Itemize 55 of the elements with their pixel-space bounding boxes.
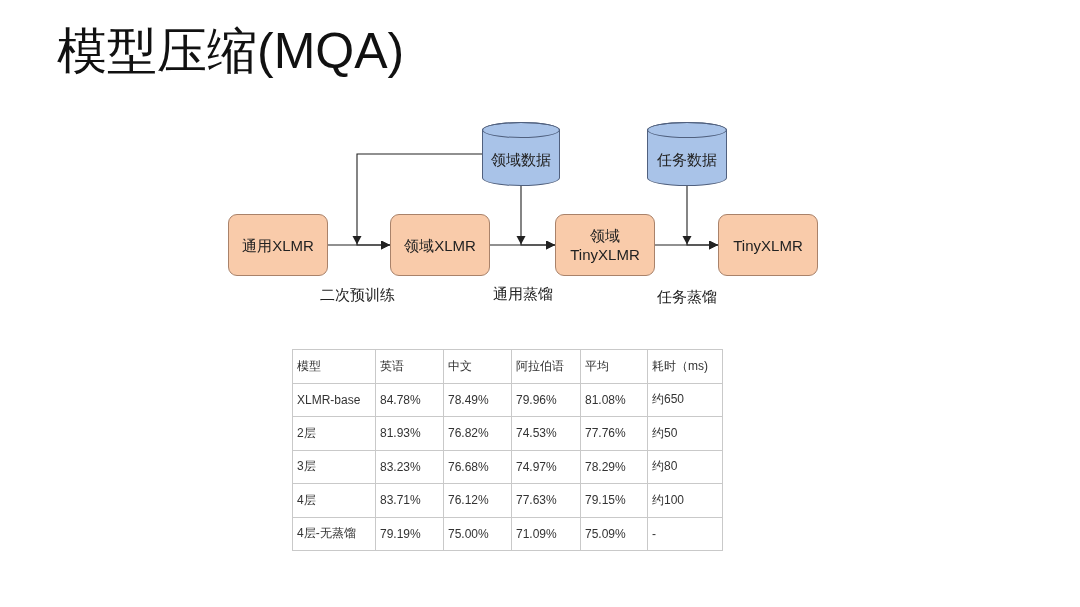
column-header: 耗时（ms): [647, 349, 723, 383]
table-cell: 81.08%: [580, 383, 648, 417]
table-cell: 约80: [647, 450, 723, 484]
table-cell: 75.09%: [580, 517, 648, 551]
process-box: [555, 214, 655, 276]
edge-label: 任务蒸馏: [655, 288, 719, 306]
table-cell: 4层: [292, 483, 376, 517]
table-cell: 4层-无蒸馏: [292, 517, 376, 551]
column-header: 平均: [580, 349, 648, 383]
table-cell: 3层: [292, 450, 376, 484]
table-cell: 75.00%: [443, 517, 512, 551]
table-cell: 77.63%: [511, 483, 581, 517]
table-cell: 2层: [292, 416, 376, 450]
table-cell: 71.09%: [511, 517, 581, 551]
table-cell: 约100: [647, 483, 723, 517]
table-cell: 约50: [647, 416, 723, 450]
node-label: 通用XLMR: [242, 235, 314, 255]
table-cell: 79.96%: [511, 383, 581, 417]
table-cell: 83.23%: [375, 450, 444, 484]
table-cell: 81.93%: [375, 416, 444, 450]
edge-label: 二次预训练: [317, 286, 397, 304]
arrow: [520, 185, 556, 250]
column-header: 中文: [443, 349, 512, 383]
slide-title: 模型压缩(MQA): [57, 22, 405, 81]
arrow: [356, 153, 483, 250]
table-cell: 74.97%: [511, 450, 581, 484]
table-cell: 74.53%: [511, 416, 581, 450]
column-header: 阿拉伯语: [511, 349, 581, 383]
node-label: TinyXLMR: [733, 235, 803, 255]
column-header: 英语: [375, 349, 444, 383]
process-box: [390, 214, 490, 276]
database-cylinder: [482, 122, 560, 186]
table-cell: 77.76%: [580, 416, 648, 450]
process-box: [228, 214, 328, 276]
table-cell: 76.82%: [443, 416, 512, 450]
table-cell: -: [647, 517, 723, 551]
table-cell: 78.49%: [443, 383, 512, 417]
node-label: 任务数据: [657, 149, 717, 169]
node-label: 领域数据: [491, 149, 551, 169]
arrow: [686, 185, 719, 250]
edge-label: 通用蒸馏: [491, 285, 555, 303]
process-box: [718, 214, 818, 276]
table-cell: 76.12%: [443, 483, 512, 517]
database-cylinder: [647, 122, 727, 186]
table-cell: 84.78%: [375, 383, 444, 417]
table-cell: 79.19%: [375, 517, 444, 551]
table-cell: 78.29%: [580, 450, 648, 484]
table-cell: 83.71%: [375, 483, 444, 517]
table-cell: XLMR-base: [292, 383, 376, 417]
node-label: 领域 TinyXLMR: [569, 226, 641, 264]
table-cell: 79.15%: [580, 483, 648, 517]
table-cell: 76.68%: [443, 450, 512, 484]
table-cell: 约650: [647, 383, 723, 417]
node-label: 领域XLMR: [404, 235, 476, 255]
column-header: 模型: [292, 349, 376, 383]
